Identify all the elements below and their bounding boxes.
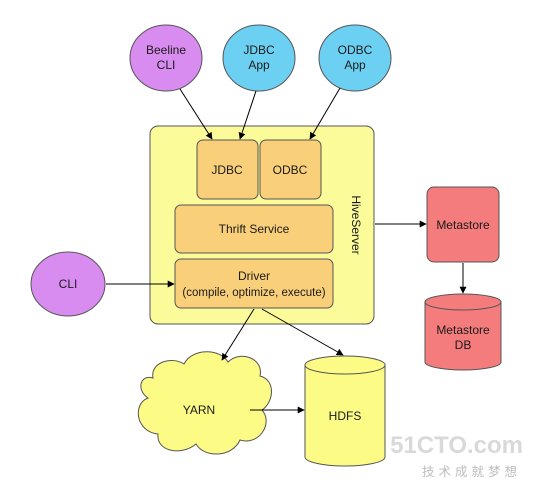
cli-node: CLI: [30, 251, 106, 317]
metastore-db-label-line2: DB: [455, 338, 472, 352]
thrift-label: Thrift Service: [219, 222, 290, 236]
watermark-main: 51CTO.com: [390, 432, 523, 459]
metastore-box: Metastore: [426, 186, 500, 263]
watermark-logo: 51CTO.com 技术成就梦想: [390, 432, 523, 479]
driver-component: Driver (compile, optimize, execute): [174, 258, 334, 309]
odbc-label: ODBC: [273, 163, 308, 177]
odbc-app-label-line1: ODBC: [338, 43, 373, 57]
metastore-db-label-line1: Metastore: [436, 323, 490, 337]
jdbc-app-node: JDBC App: [222, 24, 296, 92]
hdfs-label: HDFS: [329, 409, 362, 423]
arrow-jdbcapp-to-jdbc: [238, 90, 257, 140]
beeline-cli-node: Beeline CLI: [129, 24, 203, 92]
arrow-odbcapp-to-odbc: [309, 87, 341, 140]
driver-label-line1: Driver: [238, 269, 270, 283]
yarn-label: YARN: [183, 403, 215, 417]
hdfs-cylinder: HDFS: [304, 355, 386, 467]
beeline-label-line2: CLI: [157, 58, 176, 72]
arrow-beeline-to-jdbc: [179, 88, 213, 140]
jdbc-app-label-line1: JDBC: [243, 43, 275, 57]
arrow-driver-to-yarn: [221, 308, 255, 361]
metastore-label: Metastore: [436, 218, 490, 232]
driver-label-line2: (compile, optimize, execute): [182, 287, 325, 299]
odbc-component: ODBC: [259, 139, 322, 200]
thrift-service: Thrift Service: [174, 204, 334, 254]
odbc-app-label-line2: App: [344, 58, 366, 72]
metastore-db-cylinder: Metastore DB: [424, 293, 502, 371]
yarn-cloud: YARN: [137, 351, 272, 455]
hiveserver-label: HiveServer: [349, 195, 363, 254]
arrow-driver-to-hdfs: [261, 308, 344, 356]
jdbc-label: JDBC: [211, 163, 243, 177]
odbc-app-node: ODBC App: [318, 24, 392, 92]
cli-label: CLI: [59, 277, 78, 291]
connections: [106, 87, 467, 414]
jdbc-component: JDBC: [196, 139, 259, 200]
jdbc-app-label-line2: App: [248, 58, 270, 72]
watermark-sub: 技术成就梦想: [422, 464, 521, 479]
beeline-label-line1: Beeline: [146, 43, 186, 57]
